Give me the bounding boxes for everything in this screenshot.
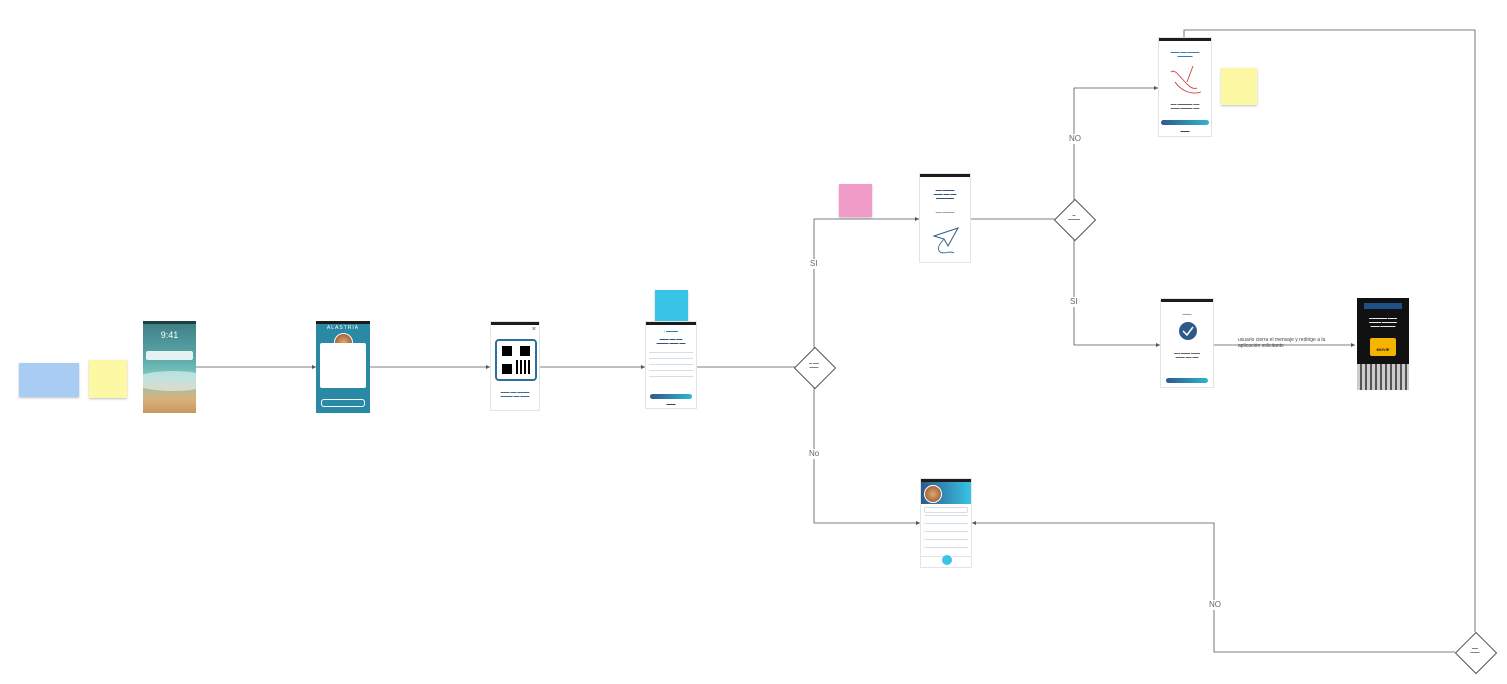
scan-fab-icon[interactable]: [942, 555, 952, 565]
login-card: [320, 343, 366, 388]
lock-time: 9:41: [160, 330, 179, 340]
profile-avatar: [924, 485, 942, 503]
wave-shape: [143, 371, 196, 391]
error-title: ▬▬▬ ▬▬ ▬▬▬▬▬▬▬▬▬: [1170, 50, 1200, 58]
edge-decision3-no: [972, 522, 1455, 653]
movie-app-screen: ▬▬▬▬▬▬ ▬▬▬▬▬▬▬ ▬▬▬▬▬▬▬▬ ▬▬▬▬▬ MOVIE: [1357, 298, 1409, 390]
edge-decision2-no: [1073, 87, 1158, 200]
sticky-note-pink: [839, 184, 872, 217]
qr-code: [495, 339, 537, 381]
continue-button[interactable]: [1166, 378, 1208, 383]
close-icon[interactable]: ×: [531, 326, 536, 333]
request-screen: ▪ ▬▬▬▬ ▬▬▬ ▬▬ ▬▬▬▬▬▬ ▬▬▬ ▬▬ ▬▬▬: [645, 321, 697, 409]
sticky-note-yellow-error: [1221, 68, 1257, 105]
sticky-note-cyan: [655, 290, 688, 322]
edge-decision-no: [813, 386, 920, 524]
sticky-note-blue: [19, 363, 79, 397]
qr-instruction: ▬▬▬ ▬▬ ▬▬▬▬▬▬▬▬ ▬▬ ▬▬▬: [500, 390, 530, 398]
success-header: ▬▬▬: [1182, 312, 1192, 316]
app-header: [1364, 303, 1402, 309]
edge-label-si-right: SI: [1068, 297, 1080, 307]
sending-screen: ▬▬ ▬▬▬▬▬▬▬ ▬▬ ▬▬▬▬▬▬▬▬ ▬▬ ▬▬▬▬: [919, 173, 971, 263]
sticky-note-yellow-start: [89, 360, 127, 398]
edge-label-no-bottom: No: [807, 449, 822, 459]
error-illustration-icon: [1170, 65, 1202, 94]
error-message: ▬▬ ▬▬▬▬▬ ▬▬▬▬▬ ▬▬▬▬ ▬▬: [1170, 102, 1200, 110]
alastria-brand: ALASTRIA: [326, 325, 360, 331]
profile-screen: [920, 478, 972, 568]
accept-button[interactable]: [650, 394, 692, 399]
redirect-text: usuario cierra el mensaje y redirige a l…: [1238, 337, 1326, 349]
error-screen: ▬▬▬ ▬▬ ▬▬▬▬▬▬▬▬▬ ▬▬ ▬▬▬▬▬ ▬▬▬▬▬ ▬▬▬▬ ▬▬ …: [1158, 37, 1212, 137]
success-screen: ▬▬▬ ▬▬ ▬▬▬ ▬▬▬▬▬▬ ▬▬ ▬▬: [1160, 298, 1214, 388]
decision-node-1-text: ▬ ▬▬▬▬▬: [809, 361, 819, 369]
crowd-image: [1357, 364, 1409, 390]
check-circle-icon: [1179, 322, 1197, 340]
alastria-screen: ALASTRIA: [316, 321, 370, 413]
profile-search-bar[interactable]: [924, 507, 968, 513]
error-cancel-link[interactable]: ▬▬▬: [1180, 129, 1190, 133]
notification-banner[interactable]: [146, 351, 193, 360]
edge-label-no-right: NO: [1067, 134, 1083, 144]
app-headline: ▬▬▬▬▬▬ ▬▬▬▬▬▬▬ ▬▬▬▬▬▬▬▬ ▬▬▬▬▬: [1369, 316, 1397, 328]
movie-badge: MOVIE: [1376, 347, 1390, 352]
sending-title: ▬▬ ▬▬▬▬▬▬▬ ▬▬ ▬▬▬▬▬▬▬▬: [933, 188, 957, 200]
edge-decision2-si: [1073, 238, 1160, 346]
profile-list[interactable]: [924, 515, 968, 551]
edge-error-loop: [1183, 29, 1476, 632]
decision-node-3-text: ▬▬▬▬▬: [1470, 646, 1480, 654]
decision-node-2-text: ▬▬▬▬▬: [1068, 213, 1080, 221]
retry-button[interactable]: [1161, 120, 1209, 125]
lock-screen: 9:41: [143, 321, 196, 413]
edge-label-no-bottom-right: NO: [1207, 600, 1223, 610]
request-title: ▬▬▬ ▬▬ ▬▬▬▬▬▬ ▬▬▬ ▬▬: [656, 337, 686, 345]
request-logo: ▪ ▬▬▬▬: [664, 329, 678, 333]
edge-label-si-top: SI: [808, 259, 820, 269]
edge-decision-si: [813, 218, 919, 348]
paper-plane-icon: [932, 227, 960, 254]
movie-ticket-icon: MOVIE: [1370, 338, 1396, 356]
qr-screen: × ▬▬▬ ▬▬ ▬▬▬▬▬▬▬▬ ▬▬ ▬▬▬: [490, 321, 540, 411]
sending-subtitle: ▬▬ ▬▬▬▬: [935, 210, 955, 214]
request-list[interactable]: [649, 352, 693, 382]
success-message: ▬▬ ▬▬▬ ▬▬▬▬▬▬ ▬▬ ▬▬: [1174, 351, 1200, 359]
fingerprint-button[interactable]: [321, 399, 365, 407]
cancel-link[interactable]: ▬▬▬: [666, 402, 676, 406]
